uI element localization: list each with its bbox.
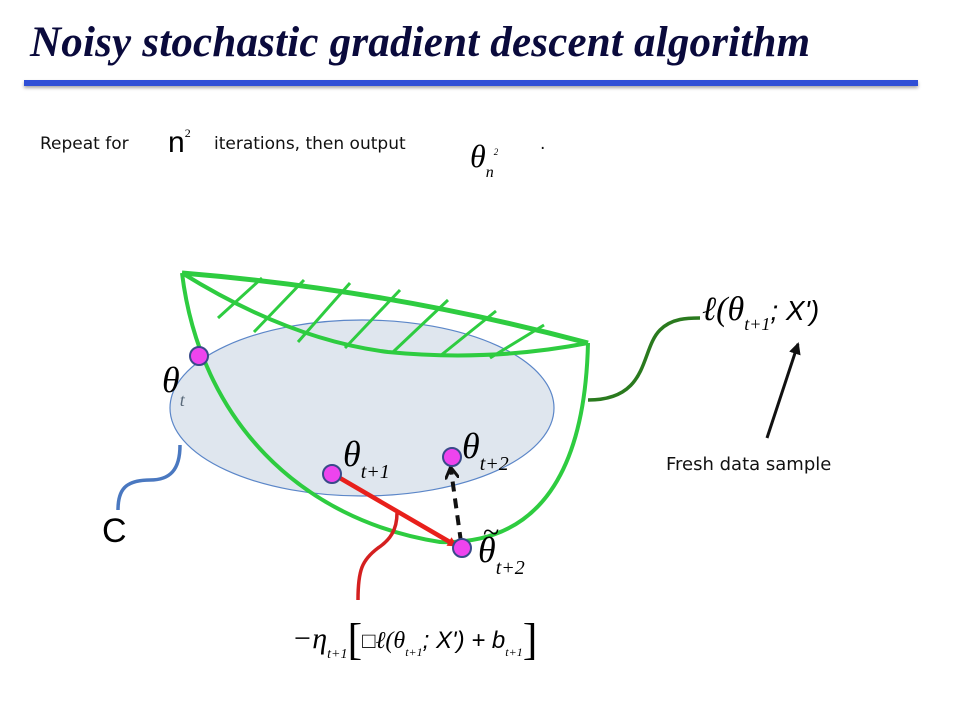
loss-bowl-body [180, 272, 590, 545]
loss-sub: t+1 [744, 314, 771, 334]
grad-prefix-sub: t+1 [327, 647, 348, 662]
grad-b-sub: t+1 [505, 645, 523, 659]
projection-arrow [451, 470, 463, 543]
grad-box: □ [362, 628, 376, 653]
grad-loss: ℓ(θ [375, 628, 406, 654]
intro-period: . [540, 134, 546, 154]
label-theta-tilde-t2: θt+2 [478, 530, 525, 578]
theta-t2-sub: t+2 [479, 453, 509, 475]
point-theta-t1 [322, 464, 342, 484]
theta-t1-sub: t+1 [360, 461, 390, 483]
grad-mid: ; X') + b [422, 627, 506, 654]
loss-tail: ; X') [770, 295, 820, 326]
loss-bowl-hatched-rim [180, 271, 589, 358]
iter-base: n [168, 126, 185, 159]
theta-t-sym: θ [162, 360, 180, 400]
gradient-step-arrow [331, 472, 458, 547]
theta-t2-sym: θ [462, 426, 480, 466]
grad-prefix: −η [292, 622, 328, 655]
intro-text-iterations: iterations, then output [214, 134, 406, 154]
intro-output-math: θn 2 [470, 138, 499, 181]
label-theta-tilde-t2-tilde: ~ [483, 516, 500, 549]
slide-title: Noisy stochastic gradient descent algori… [30, 19, 811, 66]
label-gradient-step: −ηt+1[□ℓ(θt+1; X') + bt+1] [292, 612, 537, 662]
title-rule [24, 80, 918, 86]
fresh-data-label: Fresh data sample [666, 454, 832, 475]
grad-loss-sub: t+1 [405, 645, 423, 659]
loss-bowl-hatching [216, 276, 545, 360]
point-theta-t2 [442, 447, 462, 467]
label-theta-t1: θt+1 [343, 434, 390, 482]
intro-text-repeat: Repeat for [40, 134, 129, 154]
point-theta-t [189, 346, 209, 366]
intro-iterations-math: n2 [168, 126, 191, 159]
iter-exp: 2 [184, 126, 191, 140]
point-theta-tilde-t2 [452, 538, 472, 558]
label-theta-t2: θt+2 [462, 426, 509, 474]
out-sub-exp: 2 [493, 147, 499, 158]
theta-t1-sym: θ [343, 434, 361, 474]
constraint-set-brace [116, 444, 182, 511]
grad-open: [ [347, 615, 363, 664]
theta-tilde-sym: θ [478, 530, 496, 570]
loss-brace [587, 316, 701, 402]
label-theta-t: θt [162, 360, 185, 409]
label-loss: ℓ(θt+1; X') [702, 291, 820, 334]
grad-close: ] [522, 615, 538, 664]
theta-t-sub: t [179, 390, 185, 410]
fresh-data-arrow [765, 342, 801, 439]
out-sub: n [485, 164, 494, 181]
gradient-step-brace [356, 512, 399, 601]
out-theta: θ [470, 138, 486, 174]
theta-tilde-sub: t+2 [495, 557, 525, 579]
loss-head: ℓ(θ [702, 291, 745, 328]
label-set-c: C [102, 512, 127, 550]
